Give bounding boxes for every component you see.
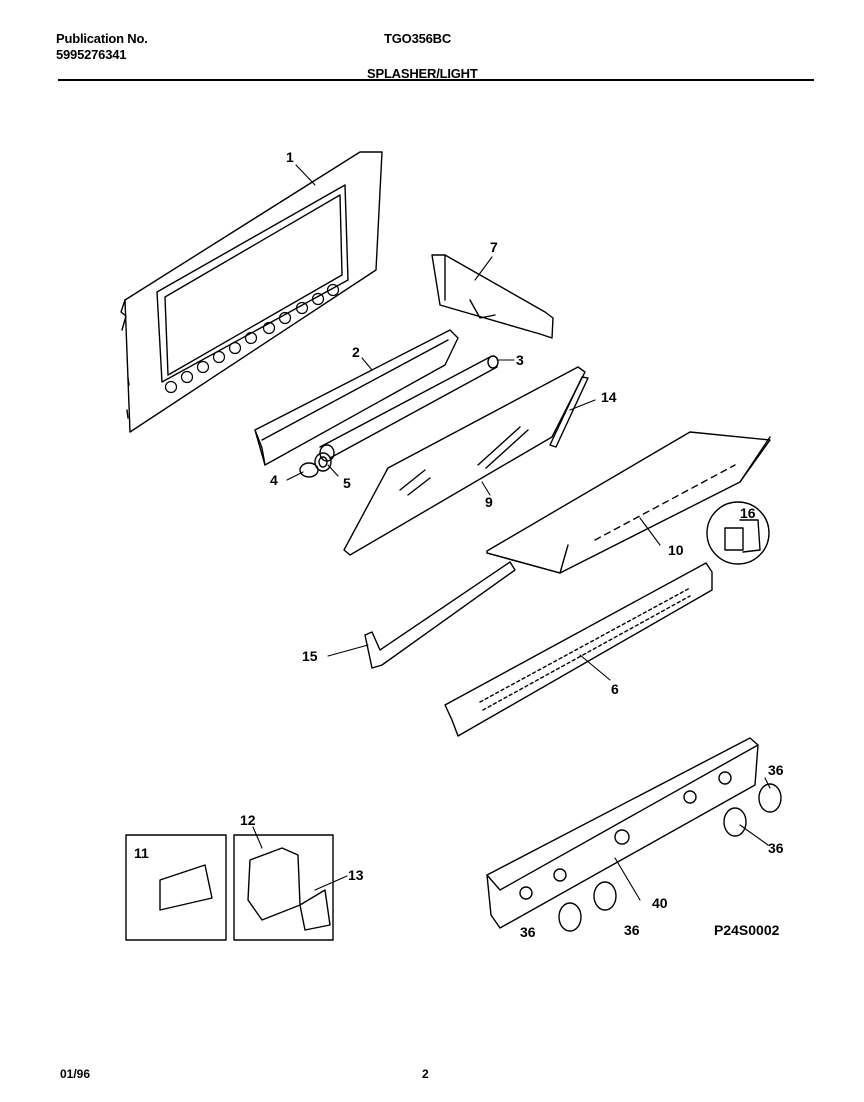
label-part-7: 7 (490, 239, 498, 255)
label-part-36-b: 36 (768, 840, 784, 856)
label-part-1: 1 (286, 149, 294, 165)
footer-page: 2 (422, 1067, 429, 1081)
part-10-housing (486, 431, 771, 574)
part-6-vent-panel (444, 562, 713, 737)
label-part-3: 3 (516, 352, 524, 368)
part-15-side-rail (364, 561, 516, 669)
part-7-bracket (431, 254, 554, 339)
label-part-2: 2 (352, 344, 360, 360)
part-2-lamp-channel (254, 329, 459, 466)
part-3-lamp-tube (319, 355, 499, 462)
label-part-9: 9 (485, 494, 493, 510)
label-part-11: 11 (134, 845, 149, 861)
publication-label: Publication No. (56, 31, 148, 46)
label-part-40: 40 (652, 895, 668, 911)
part-16-switch-callout (706, 501, 770, 565)
label-part-14: 14 (601, 389, 617, 405)
leader-lines (252, 164, 771, 901)
label-part-4: 4 (270, 472, 278, 488)
label-part-10: 10 (668, 542, 684, 558)
model-number: TGO356BC (384, 31, 452, 46)
label-part-36-d: 36 (624, 922, 640, 938)
knobs-36 (558, 783, 782, 932)
publication-number: 5995276341 (56, 47, 127, 62)
header-rule (58, 79, 814, 81)
part-9-glass-panel (343, 366, 586, 556)
section-title: SPLASHER/LIGHT (367, 66, 478, 81)
diagram-code: P24S0002 (714, 922, 780, 938)
label-part-13: 13 (348, 867, 364, 883)
label-part-12: 12 (240, 812, 256, 828)
label-part-36-c: 36 (520, 924, 536, 940)
footer-date: 01/96 (60, 1067, 90, 1081)
label-part-5: 5 (343, 475, 351, 491)
part-11-box (125, 834, 227, 941)
label-part-6: 6 (611, 681, 619, 697)
part-1-splasher-panel (120, 151, 383, 433)
part-4-5-lamp-holder (299, 452, 332, 478)
label-part-36-a: 36 (768, 762, 784, 778)
part-12-13-box (233, 834, 334, 941)
label-part-16: 16 (740, 505, 756, 521)
part-40-knob-panel (486, 737, 759, 929)
part-14-trim-strip (549, 376, 589, 448)
label-part-15: 15 (302, 648, 318, 664)
